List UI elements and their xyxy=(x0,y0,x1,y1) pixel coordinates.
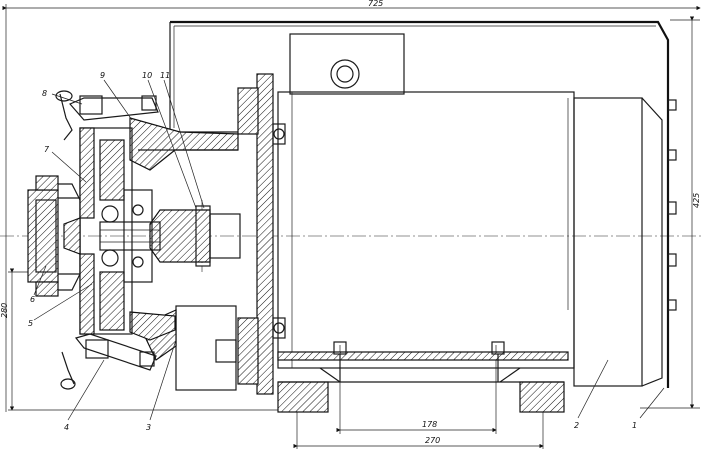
dim-280: 280 xyxy=(0,303,9,318)
callout-3: 3 xyxy=(146,423,151,432)
dim-178: 178 xyxy=(422,420,437,429)
callout-9: 9 xyxy=(100,71,105,80)
dimension-base-width: 270 xyxy=(293,410,544,449)
spindle-coupling xyxy=(99,205,241,267)
base-plate xyxy=(277,341,569,413)
callout-4: 4 xyxy=(64,423,69,432)
dim-425: 425 xyxy=(692,193,701,208)
casing-fins xyxy=(667,99,677,311)
callout-8: 8 xyxy=(42,89,47,98)
lower-adjusting-lever xyxy=(60,333,157,390)
callout-10: 10 xyxy=(142,71,152,80)
callout-1: 1 xyxy=(632,421,637,430)
dimension-height: 425 xyxy=(640,16,701,409)
leader-lines xyxy=(33,79,665,421)
callout-6: 6 xyxy=(30,295,35,304)
motor-body xyxy=(277,91,663,387)
hub-assembly xyxy=(79,127,153,335)
terminal-box xyxy=(289,33,405,95)
dimension-overall-length: 725 xyxy=(2,0,701,412)
dimension-left-height: 280 xyxy=(0,268,300,411)
callout-2: 2 xyxy=(574,421,579,430)
mounting-flange xyxy=(237,73,286,395)
dim-725: 725 xyxy=(368,0,383,8)
dim-270: 270 xyxy=(425,436,440,445)
callout-11: 11 xyxy=(160,71,170,80)
callout-5: 5 xyxy=(28,319,33,328)
callout-7: 7 xyxy=(44,145,50,154)
upper-adjusting-lever xyxy=(55,90,159,141)
inlet-nozzle xyxy=(27,175,81,297)
callout-labels: 1 2 3 4 5 6 7 8 9 10 11 xyxy=(28,71,637,432)
